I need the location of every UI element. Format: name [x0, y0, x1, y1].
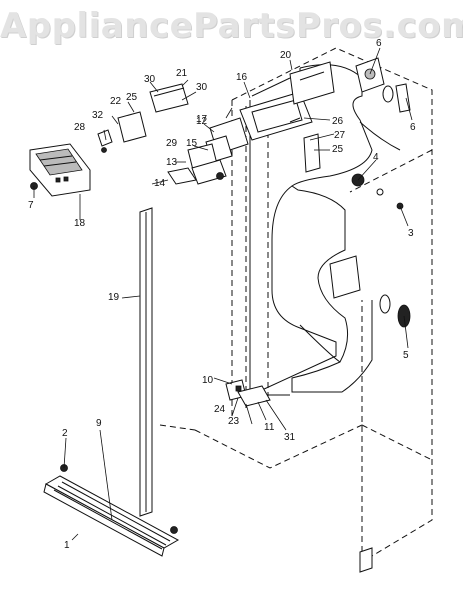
upper-housing — [239, 61, 335, 173]
callout-15: 15 — [186, 138, 198, 149]
callout-2: 2 — [62, 428, 68, 439]
callout-16: 16 — [236, 72, 248, 83]
callout-29: 29 — [166, 138, 178, 149]
callout-32: 32 — [92, 110, 104, 121]
callout-28: 28 — [74, 122, 86, 133]
callout-17: 17 — [196, 114, 208, 125]
watermark-logo: AppliancePartsPros.com — [0, 6, 463, 46]
clip-brackets — [97, 83, 189, 147]
callout-9: 9 — [96, 418, 102, 429]
lower-bracket-parts — [225, 379, 373, 573]
cabinet-outline — [159, 47, 433, 563]
toe-grille — [43, 475, 180, 557]
callout-6-upper: 6 — [376, 38, 382, 49]
callout-14: 14 — [154, 178, 166, 189]
callout-31: 31 — [284, 432, 296, 443]
callout-25-upper: 25 — [126, 92, 138, 103]
callout-18: 18 — [74, 218, 86, 229]
dispenser-bezel — [29, 143, 91, 197]
callout-11: 11 — [264, 422, 275, 433]
callout-26: 26 — [332, 116, 344, 127]
callout-1: 1 — [64, 540, 70, 551]
callout-4: 4 — [373, 152, 379, 163]
callout-30-left: 30 — [144, 74, 156, 85]
callout-20: 20 — [280, 50, 292, 61]
callout-6-lower: 6 — [410, 122, 416, 133]
dispenser-cavity-parts — [167, 117, 249, 185]
callout-30-right: 30 — [196, 82, 208, 93]
callout-12: 12 — [196, 116, 208, 127]
screws — [30, 147, 404, 534]
callout-10: 10 — [202, 375, 214, 386]
callout-21: 21 — [176, 68, 188, 79]
callout-19: 19 — [108, 292, 120, 303]
callout-25-right: 25 — [332, 144, 344, 155]
leader-lines — [33, 47, 413, 541]
callout-5: 5 — [403, 350, 409, 361]
callout-13: 13 — [166, 157, 178, 168]
door-trim-strip — [139, 207, 153, 517]
callout-22: 22 — [110, 96, 122, 107]
callout-23: 23 — [228, 416, 240, 427]
callout-27: 27 — [334, 130, 346, 141]
callout-labels: 1 2 3 4 5 6 6 7 9 10 11 12 13 14 15 16 1… — [28, 38, 416, 551]
callout-7: 7 — [28, 200, 34, 211]
hinge-hardware — [329, 57, 411, 328]
callout-24: 24 — [214, 404, 226, 415]
callout-3: 3 — [408, 228, 414, 239]
